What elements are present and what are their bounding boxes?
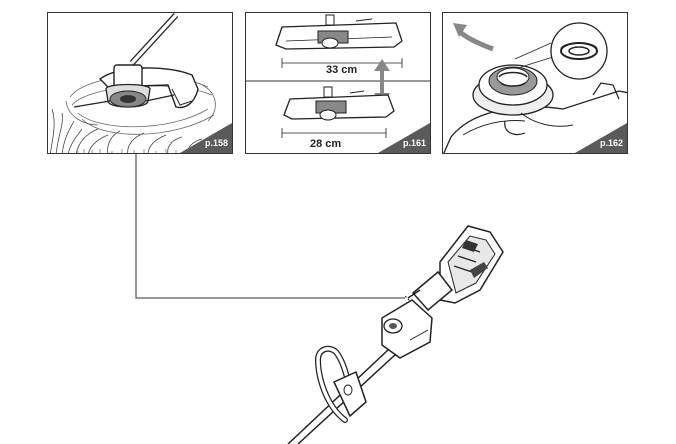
spool-illustration	[443, 22, 627, 153]
dimension-label-narrow: 28 cm	[310, 138, 342, 150]
page-tag-background	[575, 123, 627, 153]
wide-guard	[275, 14, 403, 50]
page-reference: p.162	[599, 138, 623, 148]
page-tag-background	[180, 123, 232, 153]
page-reference-tag: p.158	[180, 123, 232, 153]
page-reference-tag: p.162	[575, 123, 627, 153]
leader-line	[135, 154, 405, 299]
trimmer-switch-box	[381, 299, 433, 359]
trimmer-motor-housing	[439, 225, 504, 304]
page-reference: p.158	[204, 138, 228, 148]
page-reference: p.161	[402, 138, 426, 148]
page-reference-tag: p.161	[378, 123, 430, 153]
cutting-width-illustration	[246, 14, 430, 138]
narrow-guard	[283, 86, 395, 121]
panel-cutting-width: 33 cm 28 cm p.161	[245, 12, 431, 154]
trimmer-handle	[404, 270, 454, 312]
trimmer-head-illustration	[49, 13, 216, 153]
panel-spool-replacement: p.162	[442, 12, 628, 154]
dimension-label-wide: 33 cm	[326, 64, 358, 76]
page-tag-background	[378, 123, 430, 153]
trimmer-front-handle	[314, 345, 367, 423]
panel-trimmer-head: p.158	[47, 12, 233, 154]
